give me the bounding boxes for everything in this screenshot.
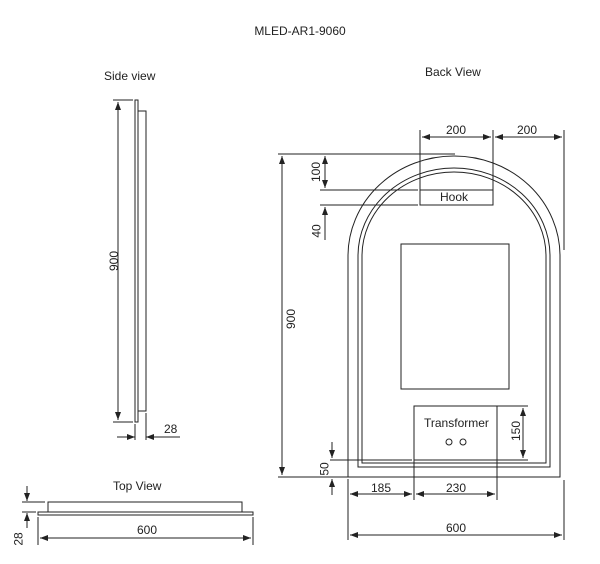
- transformer-height-dim: 150: [509, 420, 524, 442]
- hook-label: Hook: [440, 190, 469, 204]
- hook-to-edge-dim: 200: [517, 123, 538, 137]
- top-view-width-dim: 600: [137, 523, 158, 537]
- top-view-label: Top View: [113, 479, 162, 493]
- transformer-label: Transformer: [424, 416, 489, 430]
- left-to-transformer-dim: 185: [371, 481, 392, 495]
- top-to-hook-dim: 100: [309, 161, 324, 183]
- total-height-dim: 900: [284, 308, 299, 330]
- top-view-depth-dim: 28: [11, 532, 26, 546]
- side-view-depth-dim: 28: [164, 422, 178, 436]
- back-view-drawing: [278, 130, 565, 540]
- side-view-label: Side view: [104, 69, 156, 83]
- hook-height-dim: 40: [309, 224, 324, 238]
- total-width-dim: 600: [446, 521, 467, 535]
- side-view-height-dim: 900: [107, 250, 122, 272]
- bottom-offset-dim: 50: [317, 462, 332, 476]
- side-view-drawing: [113, 99, 180, 440]
- top-view-drawing: [22, 486, 254, 545]
- transformer-width-dim: 230: [446, 481, 467, 495]
- hook-width-dim: 200: [446, 123, 467, 137]
- drawing-title: MLED-AR1-9060: [254, 24, 346, 38]
- back-view-label: Back View: [425, 65, 481, 79]
